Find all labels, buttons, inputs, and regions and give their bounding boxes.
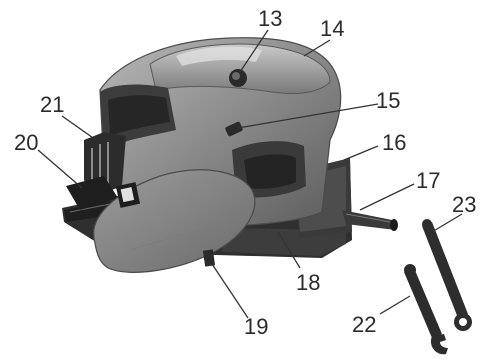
leader-22 <box>380 296 410 314</box>
callout-16: 16 <box>382 130 406 155</box>
callout-15: 15 <box>376 88 400 113</box>
wrench-22 <box>404 264 448 354</box>
callout-21: 21 <box>40 92 64 117</box>
leader-21 <box>62 116 96 140</box>
callout-19: 19 <box>244 314 268 339</box>
leader-16 <box>344 146 378 160</box>
leader-20 <box>38 150 82 188</box>
callout-13: 13 <box>258 6 282 31</box>
callout-17: 17 <box>416 168 440 193</box>
callout-20: 20 <box>14 130 38 155</box>
callout-14: 14 <box>320 16 344 41</box>
leader-19 <box>212 264 248 318</box>
callout-23: 23 <box>452 192 476 217</box>
callout-18: 18 <box>296 270 320 295</box>
leader-17 <box>360 184 414 210</box>
callout-22: 22 <box>352 312 376 337</box>
